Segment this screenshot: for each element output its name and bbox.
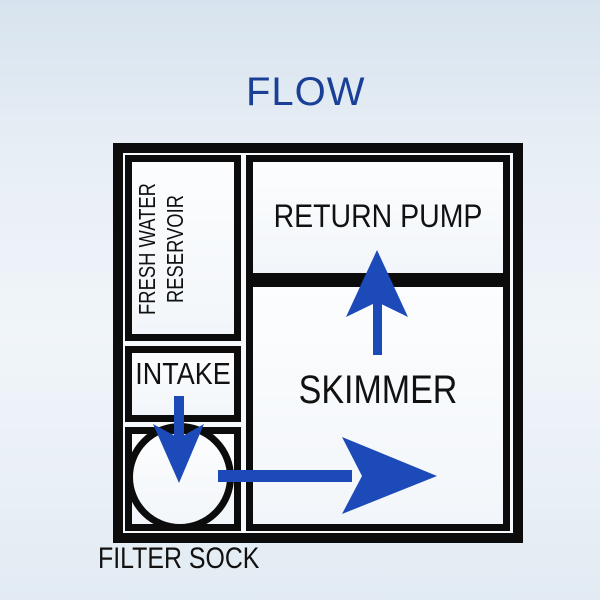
fresh-water-reservoir-label-line1: FRESH WATER [134, 183, 160, 315]
return-pump-label: RETURN PUMP [273, 198, 483, 234]
intake-label: INTAKE [135, 356, 231, 391]
diagram-title: FLOW [246, 70, 366, 114]
filter-sock-label: FILTER SOCK [98, 542, 260, 575]
fresh-water-reservoir-label-line2: RESERVOIR [162, 194, 189, 304]
fresh-water-reservoir-label: FRESH WATER RESERVOIR [133, 181, 189, 317]
filter-sock-circle [126, 423, 234, 531]
fresh-water-reservoir-box [125, 155, 241, 341]
skimmer-label: SKIMMER [298, 368, 458, 412]
